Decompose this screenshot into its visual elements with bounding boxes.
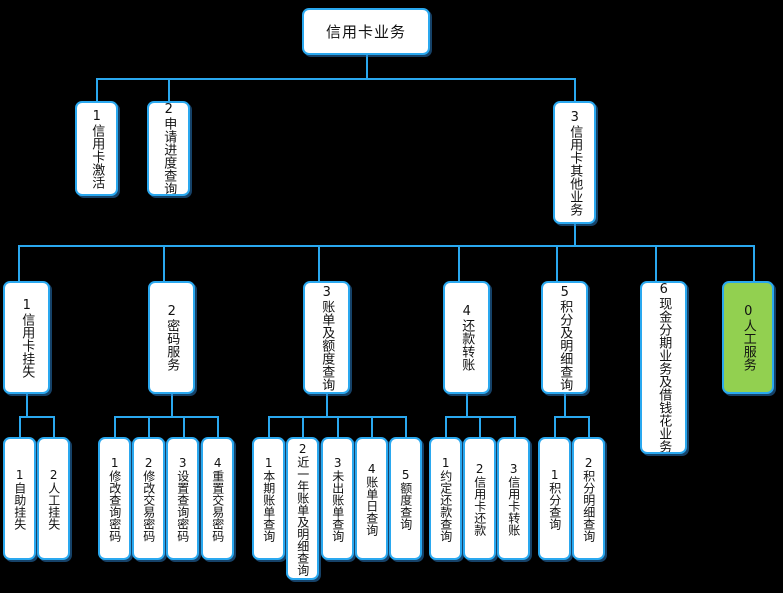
connector-level2-drop-5	[556, 245, 558, 281]
connector-g5-drop-2	[588, 416, 590, 437]
connector-l1-3-stem	[574, 224, 576, 246]
connector-g3-bus	[268, 416, 405, 418]
connector-g2-bus	[114, 416, 217, 418]
node-credit-limit-query[interactable]: 5额度查询	[389, 437, 422, 560]
node-label: 1自助挂失	[12, 467, 27, 530]
node-label: 3账单及额度查询	[319, 284, 335, 391]
connector-g3-drop-2	[302, 416, 304, 437]
connector-g1-drop-1	[19, 416, 21, 437]
node-reset-transaction-password[interactable]: 4重置交易密码	[201, 437, 234, 560]
node-label: 6现金分期业务及借钱花业务	[656, 282, 672, 453]
connector-g5-drop-1	[554, 416, 556, 437]
node-current-bill-query[interactable]: 1本期账单查询	[252, 437, 285, 560]
connector-g5-stem	[564, 394, 566, 417]
node-set-query-password[interactable]: 3设置查询密码	[166, 437, 199, 560]
node-human-service[interactable]: 0人工服务	[722, 281, 774, 394]
node-label: 5额度查询	[398, 467, 413, 530]
connector-g2-stem	[171, 394, 173, 417]
connector-g3-drop-4	[371, 416, 373, 437]
node-change-query-password[interactable]: 1修改查询密码	[98, 437, 131, 560]
node-credit-card-transfer[interactable]: 3信用卡转账	[497, 437, 530, 560]
node-self-service-loss-report[interactable]: 1自助挂失	[3, 437, 36, 560]
connector-level2-drop-1	[18, 245, 20, 281]
node-label: 2密码服务	[164, 304, 180, 371]
node-card-loss-report[interactable]: 1信用卡挂失	[3, 281, 50, 394]
node-repayment-transfer[interactable]: 4还款转账	[443, 281, 490, 394]
node-label: 1信用卡激活	[89, 108, 105, 189]
node-label: 2申请进度查询	[161, 102, 177, 195]
connector-g5-bus	[554, 416, 588, 418]
connector-g2-drop-1	[114, 416, 116, 437]
node-credit-card-activation[interactable]: 1信用卡激活	[75, 101, 118, 196]
connector-g4-stem	[466, 394, 468, 417]
connector-g4-drop-3	[514, 416, 516, 437]
node-points-and-detail-query[interactable]: 5积分及明细查询	[541, 281, 588, 394]
node-label: 1本期账单查询	[261, 455, 276, 542]
node-root[interactable]: 信用卡业务	[302, 8, 430, 55]
node-label: 1修改查询密码	[107, 455, 122, 542]
node-label: 1积分查询	[547, 467, 562, 530]
node-label: 0人工服务	[740, 304, 756, 371]
node-credit-card-other-services[interactable]: 3信用卡其他业务	[553, 101, 596, 224]
node-bill-and-limit-query[interactable]: 3账单及额度查询	[303, 281, 350, 394]
connector-g3-stem	[326, 394, 328, 417]
connector-level1-bus	[96, 78, 576, 80]
connector-level2-drop-4	[458, 245, 460, 281]
connector-level1-drop-2	[168, 78, 170, 101]
connector-g1-bus	[19, 416, 53, 418]
node-label: 1信用卡挂失	[19, 297, 35, 378]
node-one-year-bill-detail-query[interactable]: 2近一年账单及明细查询	[286, 437, 319, 580]
node-label: 2信用卡还款	[472, 461, 487, 536]
connector-g3-drop-1	[268, 416, 270, 437]
node-label: 3信用卡转账	[506, 461, 521, 536]
connector-g4-drop-1	[445, 416, 447, 437]
node-label: 2近一年账单及明细查询	[295, 441, 310, 576]
connector-level2-drop-0	[753, 245, 755, 281]
node-change-transaction-password[interactable]: 2修改交易密码	[132, 437, 165, 560]
connector-level2-drop-2	[163, 245, 165, 281]
node-label: 5积分及明细查询	[557, 284, 573, 391]
node-billing-date-query[interactable]: 4账单日查询	[355, 437, 388, 560]
node-credit-card-repayment[interactable]: 2信用卡还款	[463, 437, 496, 560]
connector-level1-drop-1	[96, 78, 98, 101]
connector-level1-drop-3	[574, 78, 576, 101]
node-label: 3信用卡其他业务	[567, 109, 583, 216]
node-root-label: 信用卡业务	[325, 23, 406, 41]
node-label: 4还款转账	[459, 304, 475, 371]
connector-g1-drop-2	[53, 416, 55, 437]
node-password-service[interactable]: 2密码服务	[148, 281, 195, 394]
node-unbilled-query[interactable]: 3未出账单查询	[321, 437, 354, 560]
node-agreed-repayment-query[interactable]: 1约定还款查询	[429, 437, 462, 560]
node-label: 2人工挂失	[46, 467, 61, 530]
node-label: 2修改交易密码	[141, 455, 156, 542]
node-manual-loss-report[interactable]: 2人工挂失	[37, 437, 70, 560]
connector-level2-drop-6	[655, 245, 657, 281]
connector-root-stem	[366, 55, 368, 79]
connector-g3-drop-5	[405, 416, 407, 437]
connector-level2-bus	[18, 245, 755, 247]
connector-g2-drop-2	[148, 416, 150, 437]
connector-g2-drop-4	[217, 416, 219, 437]
node-label: 4重置交易密码	[210, 455, 225, 542]
node-points-query[interactable]: 1积分查询	[538, 437, 571, 560]
node-label: 2积分明细查询	[581, 455, 596, 542]
node-label: 1约定还款查询	[438, 455, 453, 542]
node-application-progress-query[interactable]: 2申请进度查询	[147, 101, 190, 196]
connector-g1-stem	[26, 394, 28, 417]
connector-level2-drop-3	[318, 245, 320, 281]
node-label: 4账单日查询	[364, 461, 379, 536]
connector-g3-drop-3	[337, 416, 339, 437]
connector-g2-drop-3	[183, 416, 185, 437]
node-label: 3设置查询密码	[175, 455, 190, 542]
node-cash-installment-and-loan[interactable]: 6现金分期业务及借钱花业务	[640, 281, 687, 454]
node-label: 3未出账单查询	[330, 455, 345, 542]
connector-g4-drop-2	[479, 416, 481, 437]
node-points-detail-query[interactable]: 2积分明细查询	[572, 437, 605, 560]
